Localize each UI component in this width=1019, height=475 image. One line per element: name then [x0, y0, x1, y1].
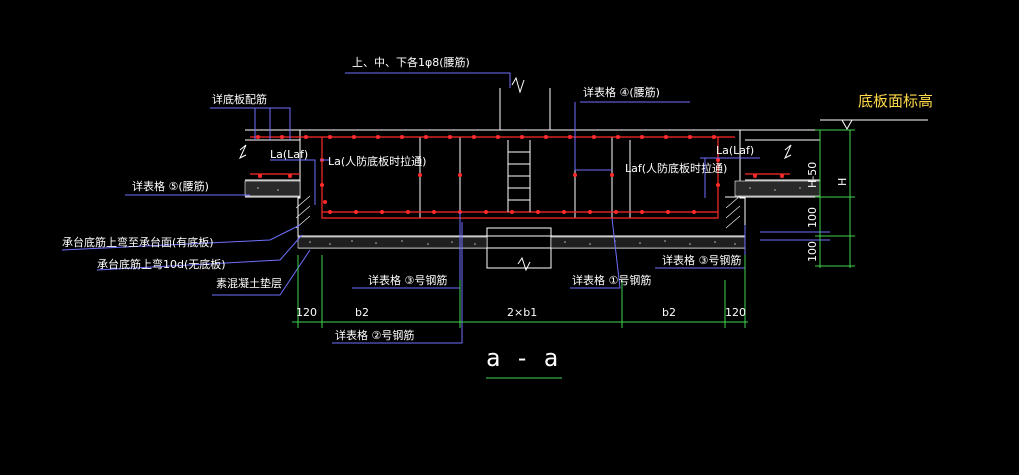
- rebar-dot: [432, 210, 436, 214]
- rebar-dot: [484, 210, 488, 214]
- section-title: a - a: [486, 344, 558, 372]
- rebar-dot: [664, 135, 668, 139]
- dim-right-0: H-50: [806, 162, 819, 188]
- rebar-dot: [323, 200, 327, 204]
- label-elevation: 底板面标高: [858, 92, 933, 110]
- rebar-dot: [424, 135, 428, 139]
- rebar-dot: [520, 135, 524, 139]
- dim-bottom-4: 120: [725, 306, 746, 319]
- rebar-dot: [688, 135, 692, 139]
- label-bend-no-slab: 承台底筋上弯10d(无底板): [97, 257, 226, 271]
- rebar-dot: [562, 210, 566, 214]
- dim-right-3: H: [836, 178, 849, 186]
- label-detail2: 详表格 ②号钢筋: [335, 328, 414, 342]
- rebar-lines: [250, 136, 790, 219]
- rebar-dot: [418, 173, 422, 177]
- label-detail5: 详表格 ⑤(腰筋): [132, 179, 209, 193]
- rebar-dot: [354, 210, 358, 214]
- elevation-triangle-icon: [820, 119, 928, 131]
- rebar-dot: [320, 183, 324, 187]
- dim-bottom-2: 2×b1: [507, 306, 537, 319]
- label-detail4: 详表格 ④(腰筋): [583, 85, 660, 99]
- rebar-dot: [510, 210, 514, 214]
- dimension-lines: [292, 129, 855, 379]
- rebar-dot: [458, 173, 462, 177]
- label-la-left-mid: La(人防底板时拉通): [328, 154, 426, 168]
- dim-right-2: 100: [806, 241, 819, 262]
- rebar-dot: [288, 174, 292, 178]
- rebar-dot: [692, 210, 696, 214]
- rebar-dot: [614, 210, 618, 214]
- rebar-dot: [406, 210, 410, 214]
- rebar-dot: [448, 135, 452, 139]
- rebar-dot: [716, 183, 720, 187]
- rebar-dot: [472, 135, 476, 139]
- rebar-dot: [712, 135, 716, 139]
- label-slab-rebar: 详底板配筋: [212, 92, 267, 106]
- dim-bottom-1: b2: [355, 306, 369, 319]
- rebar-dot: [616, 135, 620, 139]
- rebar-dot: [400, 135, 404, 139]
- label-bend-with-slab: 承台底筋上弯至承台面(有底板): [62, 235, 214, 249]
- rebar-dot: [258, 174, 262, 178]
- annotations: 上、中、下各1φ8(腰筋) 详表格 ④(腰筋) 底板面标高 详底板配筋 La(L…: [62, 55, 933, 342]
- break-line-icon: [238, 76, 792, 272]
- rebar-dot: [280, 135, 284, 139]
- label-detail1: 详表格 ①号钢筋: [572, 273, 651, 287]
- label-la-left-top: La(Laf): [270, 148, 308, 161]
- rebar-dot: [328, 135, 332, 139]
- rebar-dot: [592, 135, 596, 139]
- label-detail3-left: 详表格 ③号钢筋: [368, 273, 447, 287]
- rebar-dot: [376, 135, 380, 139]
- label-laf-right-mid: Laf(人防底板时拉通): [625, 161, 727, 175]
- label-top-bars: 上、中、下各1φ8(腰筋): [352, 55, 470, 69]
- label-cushion: 素混凝土垫层: [216, 276, 282, 290]
- rebar-dot: [536, 210, 540, 214]
- rebar-dot: [640, 135, 644, 139]
- column-ladder: [507, 140, 531, 212]
- rebar-dot: [753, 174, 757, 178]
- dim-bottom-3: b2: [662, 306, 676, 319]
- rebar-dot: [352, 135, 356, 139]
- rebar-dot: [666, 210, 670, 214]
- rebar-dot: [640, 210, 644, 214]
- concrete-hatch: [244, 180, 821, 249]
- rebar-dot: [544, 135, 548, 139]
- rebar-dot: [304, 135, 308, 139]
- rebar-dots: [256, 135, 784, 214]
- rebar-dot: [256, 135, 260, 139]
- dimension-labels: 120 b2 2×b1 b2 120 H-50 100 100 H: [296, 162, 849, 319]
- dim-bottom-0: 120: [296, 306, 317, 319]
- label-la-right-top: La(Laf): [716, 144, 754, 157]
- rebar-dot: [573, 173, 577, 177]
- rebar-dot: [380, 210, 384, 214]
- rebar-dot: [588, 210, 592, 214]
- rebar-dot: [328, 210, 332, 214]
- dim-right-1: 100: [806, 207, 819, 228]
- leader-lines: [61, 72, 830, 344]
- rebar-dot: [716, 158, 720, 162]
- rebar-dot: [496, 135, 500, 139]
- rebar-dot: [780, 174, 784, 178]
- rebar-dot: [568, 135, 572, 139]
- label-detail3-right: 详表格 ③号钢筋: [662, 253, 741, 267]
- rebar-dot: [610, 173, 614, 177]
